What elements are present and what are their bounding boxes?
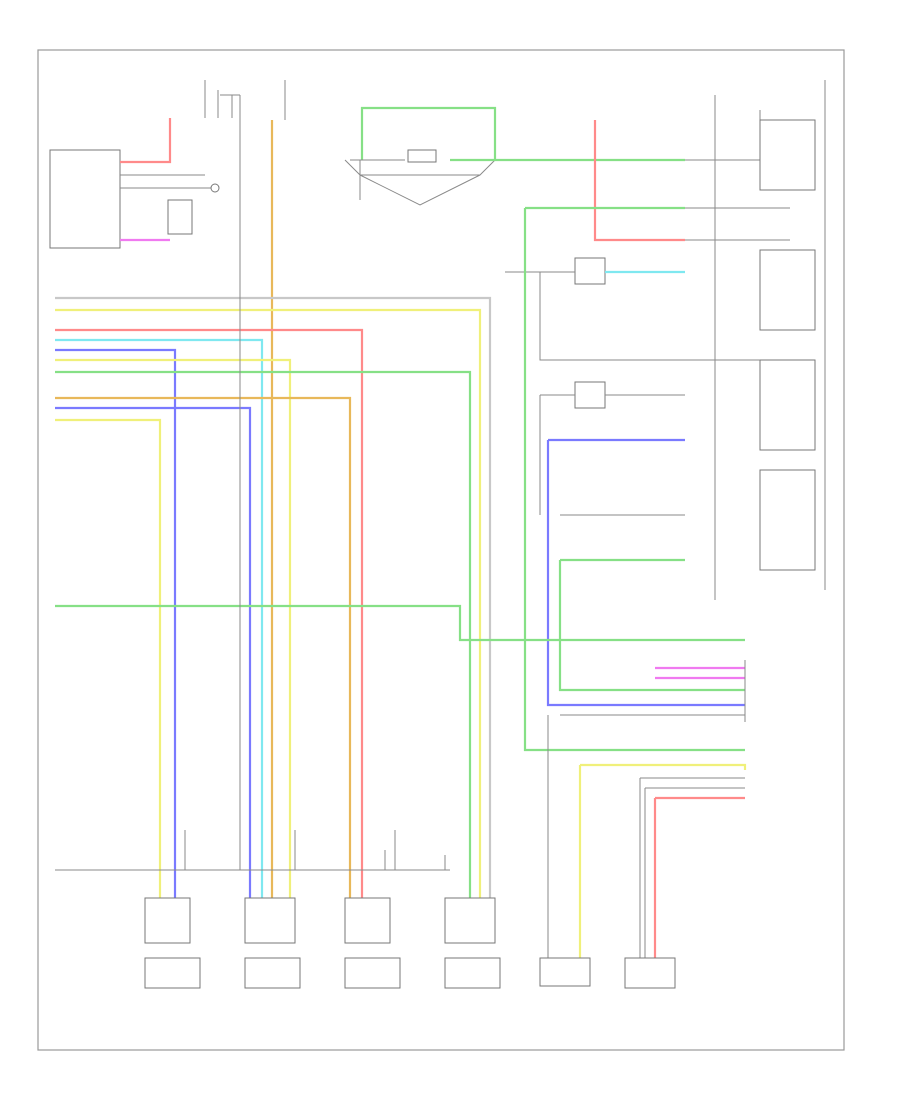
relay-3 — [759, 359, 816, 451]
actuator-1 — [144, 897, 201, 989]
fan-switch-lower — [574, 381, 606, 409]
left-harness — [55, 100, 745, 900]
bottom-right-signal-wires — [547, 715, 747, 960]
relay-2 — [759, 249, 816, 331]
refrigerant-pressure-sensor — [624, 957, 676, 989]
top-right-wires — [525, 95, 790, 600]
engine-coolant-sensor — [539, 957, 591, 987]
top-left-module-wires — [120, 118, 220, 242]
middle-right-switches — [505, 208, 760, 752]
actuator-4 — [444, 897, 501, 989]
ground-stubs — [184, 830, 446, 870]
relay-1 — [759, 119, 816, 191]
fuse-column-top-left — [204, 80, 241, 118]
right-middle-connector — [560, 660, 746, 722]
high-pressure-switch — [344, 106, 685, 206]
actuator-2 — [244, 897, 301, 989]
relay-column — [759, 80, 826, 590]
actuator-3 — [344, 897, 401, 989]
blower-motor-control-processor — [49, 149, 121, 249]
fan-switch-upper — [574, 257, 606, 285]
bottom-components — [144, 897, 676, 989]
blower-motor — [167, 199, 193, 235]
resistor-node — [210, 183, 220, 193]
diagram-frame — [37, 49, 845, 1051]
relay-4 — [759, 469, 816, 571]
